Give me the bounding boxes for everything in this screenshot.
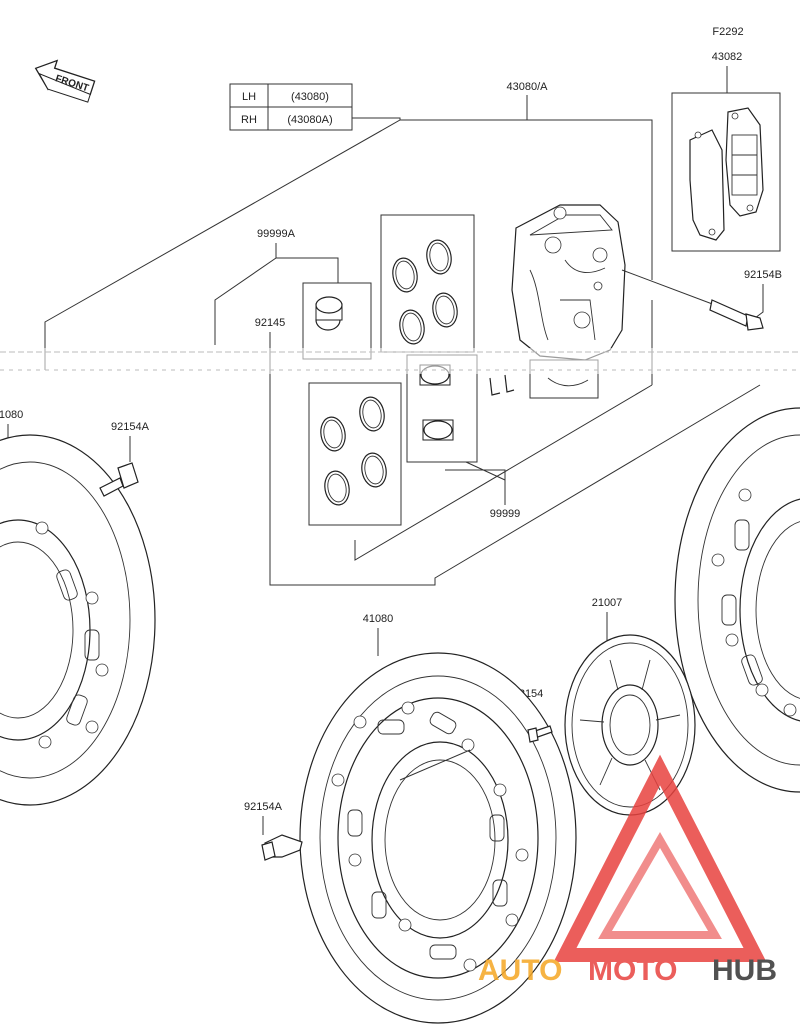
pad-set bbox=[671, 92, 781, 252]
callout-caliper-assy: 43080/A bbox=[507, 81, 549, 93]
seal-rings-lower bbox=[308, 382, 402, 526]
callout-disc-left: 41080 bbox=[0, 409, 23, 421]
callout-piston-kit: 99999 bbox=[490, 508, 521, 520]
callout-disc-center-bolt: 92154A bbox=[244, 801, 283, 813]
front-arrow-icon: FRONT bbox=[34, 59, 96, 103]
rotor-bolt bbox=[527, 725, 553, 743]
callout-rotor: 21007 bbox=[592, 597, 623, 609]
side-rh-part: (43080A) bbox=[287, 114, 332, 126]
callout-piston-kit-a: 99999A bbox=[257, 228, 296, 240]
seal-rings-upper bbox=[380, 214, 475, 353]
side-rh: RH bbox=[241, 114, 257, 126]
brake-disc-left bbox=[0, 434, 156, 806]
caliper-body bbox=[511, 204, 626, 361]
watermark-logo: AUTO MOTO HUB bbox=[478, 754, 777, 987]
callout-disc-left-bolt: 92154A bbox=[111, 421, 150, 433]
side-table: LH (43080) RH (43080A) bbox=[229, 83, 353, 131]
brake-disc-right bbox=[674, 407, 800, 793]
side-lh-part: (43080) bbox=[291, 91, 329, 103]
disc-bolt-center bbox=[261, 834, 303, 861]
callout-pad-set: 43082 bbox=[712, 51, 743, 63]
watermark-text-b: MOTO bbox=[588, 954, 677, 987]
caliper-bolt bbox=[621, 269, 764, 331]
figure-code: F2292 bbox=[712, 26, 743, 38]
disc-bolt-left bbox=[99, 462, 139, 497]
leader-lines bbox=[7, 66, 764, 835]
watermark-text-c: HUB bbox=[712, 954, 777, 987]
callout-seal-kit: 92145 bbox=[255, 317, 286, 329]
watermark-text-a: AUTO bbox=[478, 954, 562, 987]
side-lh: LH bbox=[242, 91, 256, 103]
callout-caliper-bolt: 92154B bbox=[744, 269, 782, 281]
piston-kit-a-box bbox=[302, 282, 372, 360]
callout-disc-center: 41080 bbox=[363, 613, 394, 625]
brake-disc-center bbox=[299, 652, 577, 1024]
